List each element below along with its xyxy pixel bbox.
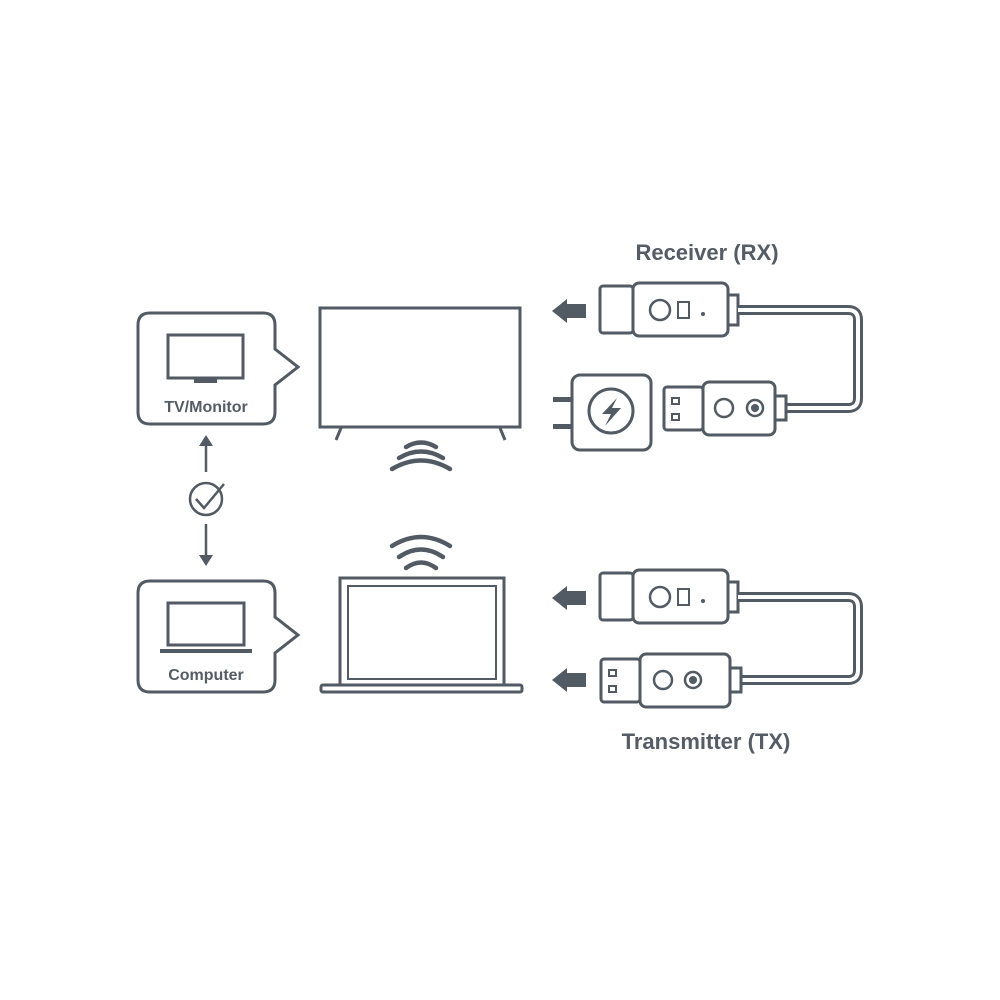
rx-cable <box>738 305 863 413</box>
arrow-down-icon <box>199 524 213 566</box>
power-icon <box>751 404 759 412</box>
arrow-left-icon <box>552 668 586 692</box>
arrow-left-icon <box>552 586 586 610</box>
rx-usb-dongle <box>662 380 788 437</box>
computer-label: Computer <box>168 667 244 684</box>
wifi-icon <box>389 534 453 571</box>
led-dot <box>701 312 705 316</box>
computer-card <box>136 579 301 694</box>
lightning-icon <box>602 398 621 426</box>
power-adapter-icon <box>553 373 653 452</box>
check-circle-icon <box>188 481 225 517</box>
tv-monitor-label: TV/Monitor <box>164 399 248 416</box>
rx-cable-inner <box>738 308 860 410</box>
laptop-illustration <box>319 576 524 694</box>
arrow-up-icon <box>199 435 213 472</box>
tx-cable <box>738 592 863 685</box>
wifi-icon <box>389 440 453 472</box>
tx-hdmi-dongle <box>598 568 740 625</box>
tv-illustration <box>318 306 522 441</box>
tx-cable-inner <box>738 595 860 682</box>
rx-hdmi-dongle <box>598 281 740 338</box>
arrow-left-icon <box>552 299 586 323</box>
tv-monitor-card <box>136 311 301 426</box>
receiver-title: Receiver (RX) <box>635 240 778 265</box>
led-dot <box>701 599 705 603</box>
tx-usb-dongle <box>599 652 743 709</box>
transmitter-title: Transmitter (TX) <box>622 729 791 754</box>
laptop-icon <box>160 601 252 653</box>
monitor-icon <box>166 333 245 383</box>
power-icon <box>689 676 697 684</box>
